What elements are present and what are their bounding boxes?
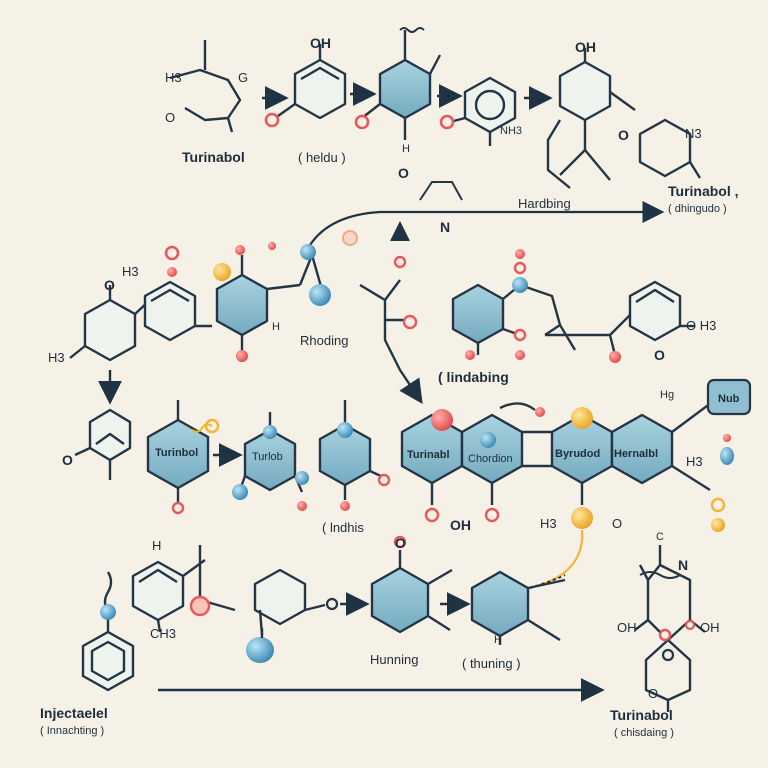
ring-label-turinabl: Turinabl	[407, 449, 450, 461]
label-hardbing: Hardbing	[518, 196, 571, 211]
ring-top-4	[558, 60, 612, 122]
svg-text:Nub: Nub	[718, 393, 740, 405]
row-4-molecules	[81, 545, 706, 712]
atom-oh-a: OH	[310, 35, 331, 51]
atom-h-row4: H	[494, 634, 502, 646]
label-paren-top: ( heldu )	[298, 150, 346, 165]
wavy-bond	[399, 27, 425, 33]
atom-h3-row2-left: H3	[48, 350, 65, 365]
label-turinabol-right: Turinabol ,	[668, 183, 739, 199]
atom-oh-row4-right: OH	[700, 620, 720, 635]
nub-box: Nub	[706, 378, 752, 416]
atom-ch3-row4: CH3	[150, 626, 176, 641]
atom-h3-row4: H	[152, 538, 161, 553]
ring-chordion	[460, 413, 524, 485]
arrow-to-turinabol-right	[309, 201, 665, 246]
row-3-molecules	[74, 399, 716, 505]
atom-o-row4-right: O	[648, 686, 658, 701]
ring-bottom-left-1	[81, 630, 135, 692]
atom-o-row2: O	[104, 277, 115, 293]
ring-turlob	[243, 428, 297, 492]
atom-h3-row3: H3	[540, 516, 557, 531]
wavy-bond-gold	[191, 423, 213, 433]
atom-g-a: G	[238, 70, 248, 85]
ring-row2-blue-2	[451, 283, 505, 345]
atom-c-row4: C	[656, 531, 664, 543]
atom-n3: N3	[685, 126, 702, 141]
atom-o-c: O	[618, 127, 629, 143]
row-2-molecules	[69, 253, 695, 404]
atom-hg-row3: Hg	[660, 389, 674, 401]
ring-bottom-4	[370, 566, 430, 634]
molecule-a-bonds	[169, 68, 242, 122]
row-1-arrows	[262, 82, 553, 110]
atom-n-mid: N	[440, 219, 450, 235]
atom-o-b: O	[398, 165, 409, 181]
atom-oh-row3: OH	[450, 517, 471, 533]
label-injectaelel: Injectaelel	[40, 705, 108, 721]
row-2-atoms	[164, 230, 621, 363]
ring-left-1	[83, 298, 137, 362]
row-1-molecules	[169, 30, 702, 189]
row-3-atoms	[171, 407, 734, 532]
atom-o-a: O	[165, 110, 175, 125]
ring-top-5	[638, 118, 692, 178]
atom-h-b: H	[402, 143, 410, 155]
atom-oh-b: OH	[575, 39, 596, 55]
label-lindabing: ( lindabing	[438, 369, 509, 385]
atom-n-row4: N	[678, 557, 688, 573]
atom-o-row3: O	[612, 516, 622, 531]
row-1-oxygen-atoms	[264, 112, 455, 130]
row-4-atoms	[100, 535, 696, 663]
atom-h3-row3-right: H3	[686, 454, 703, 469]
label-thuning: ( thuning )	[462, 656, 521, 671]
atom-h3-a: H3	[165, 70, 182, 85]
ring-top-2	[378, 58, 432, 120]
atom-nh3: NH3	[500, 125, 522, 137]
ring-row2-blue-1	[215, 273, 269, 337]
atom-o-row2-right: O	[654, 347, 665, 363]
ring-top-3	[463, 76, 517, 134]
ring-label-chordion: Chordion	[468, 453, 513, 465]
label-turinabol-top: Turinabol	[182, 149, 245, 165]
atom-oh3-row2: O H3	[686, 318, 716, 333]
label-injectaelel-sub: ( Innachting )	[40, 725, 104, 737]
ring-bottom-5	[470, 570, 530, 638]
atom-o-row3-left: O	[62, 452, 73, 468]
atom-oh-row4-left: OH	[617, 620, 637, 635]
label-turinabol-right-sub: ( dhingudo )	[668, 203, 727, 215]
ring-label-turlob: Turlob	[252, 451, 283, 463]
ring-label-hernalbl: Hernalbl	[614, 448, 658, 460]
label-hunning: Hunning	[370, 652, 418, 667]
atom-h3-row2: H3	[122, 264, 139, 279]
wavy-bond-right	[639, 571, 681, 579]
label-lindhis: ( lndhis	[322, 520, 364, 535]
label-rhoding: Rhoding	[300, 333, 348, 348]
ring-bottom-3	[253, 568, 307, 626]
ring-label-turinbol: Turinbol	[155, 447, 198, 459]
label-turinabol-bottom: Turinabol	[610, 707, 673, 723]
label-turinabol-bottom-sub: ( chisdaing )	[614, 727, 674, 739]
atom-h-row2: H	[272, 321, 280, 333]
atom-o-row4: O	[395, 535, 406, 551]
ring-label-byrudod: Byrudod	[555, 448, 600, 460]
